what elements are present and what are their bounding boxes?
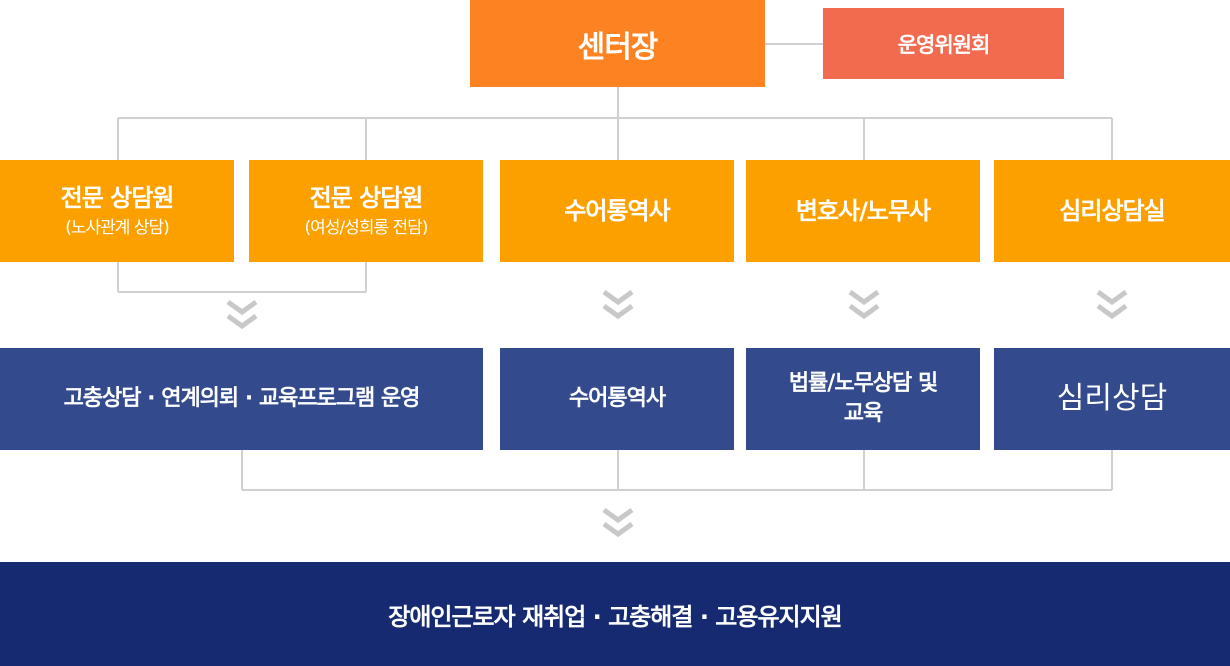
- staff-box-lawyer: 변호사/노무사: [746, 160, 980, 262]
- goal-label: 장애인근로자 재취업 · 고충해결 · 고용유지지원: [388, 602, 843, 631]
- service-title: 고충상담 · 연계의뢰 · 교육프로그램 운영: [63, 386, 421, 411]
- service-box-legal: 법률/노무상담 및 교육: [746, 348, 980, 450]
- chevron-down-icon: [1096, 289, 1128, 320]
- chevron-down-icon: [226, 299, 258, 330]
- staff-title: 심리상담실: [1059, 197, 1165, 225]
- service-box-sign-interpretation: 수어통역사: [500, 348, 734, 450]
- goal-bar: 장애인근로자 재취업 · 고충해결 · 고용유지지원: [0, 562, 1230, 666]
- center-head-box: 센터장: [470, 0, 765, 87]
- staff-title: 전문 상담원: [60, 184, 175, 212]
- staff-box-sign-interpreter: 수어통역사: [500, 160, 734, 262]
- chevron-down-icon: [602, 289, 634, 320]
- service-title: 수어통역사: [568, 386, 666, 411]
- staff-subtitle: (여성/성희롱 전담): [304, 218, 429, 238]
- service-box-counseling: 고충상담 · 연계의뢰 · 교육프로그램 운영: [0, 348, 483, 450]
- center-head-label: 센터장: [577, 29, 659, 65]
- chevron-down-icon: [602, 507, 634, 538]
- staff-box-labor-counselor: 전문 상담원 (노사관계 상담): [0, 160, 234, 262]
- staff-box-women-counselor: 전문 상담원 (여성/성희롱 전담): [249, 160, 483, 262]
- committee-label: 운영위원회: [897, 32, 991, 57]
- staff-box-psychology: 심리상담실: [994, 160, 1230, 262]
- staff-subtitle: (노사관계 상담): [65, 218, 170, 238]
- committee-box: 운영위원회: [823, 8, 1064, 79]
- service-box-psychology: 심리상담: [994, 348, 1230, 450]
- chevron-down-icon: [848, 289, 880, 320]
- service-title: 심리상담: [1056, 381, 1168, 416]
- staff-title: 수어통역사: [564, 197, 670, 225]
- staff-title: 변호사/노무사: [795, 197, 931, 225]
- service-title: 법률/노무상담 및 교육: [788, 371, 938, 426]
- staff-title: 전문 상담원: [309, 184, 424, 212]
